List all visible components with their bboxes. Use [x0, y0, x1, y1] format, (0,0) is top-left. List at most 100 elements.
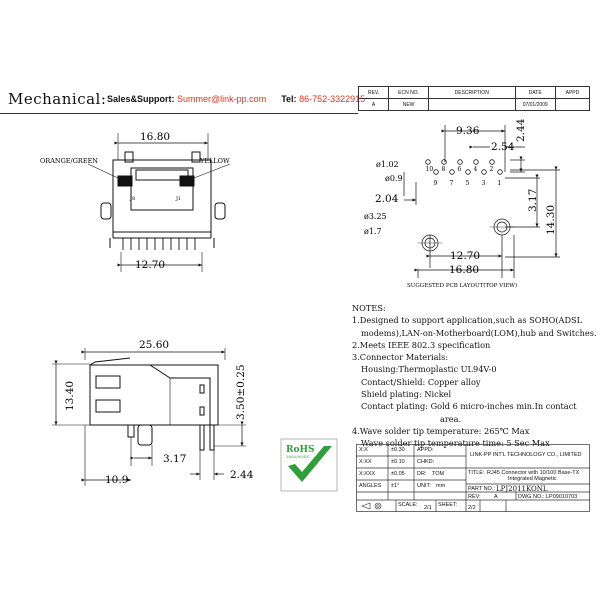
pcb-pin-number: 10 — [426, 166, 434, 173]
company-name: LINK-PP INT'L TECHNOLOGY CO., LIMITED — [470, 452, 582, 458]
pcb-pin-pad — [425, 159, 431, 165]
angles-value: ±1° — [391, 483, 400, 489]
title-block-grid — [356, 444, 590, 512]
note-line: Wave solder tip temperature time: 5 Sec … — [361, 438, 550, 449]
rev-cell-appd — [554, 98, 591, 111]
pcb-pin-number: 2 — [490, 166, 494, 173]
pcb-pin-number: 1 — [498, 180, 502, 187]
pcb-pin-number: 8 — [442, 166, 446, 173]
front-width-dim: 16.80 — [140, 131, 170, 143]
title-value-2: Integrated Magnetic — [508, 476, 557, 482]
front-view — [87, 133, 231, 272]
yellow-led-label: YELLOW — [199, 157, 230, 165]
rohs-label: RoHS — [286, 445, 315, 455]
notes-block: NOTES: 1.Designed to support application… — [352, 302, 597, 450]
pcb-layout — [403, 125, 560, 278]
note-line: area. — [440, 413, 462, 424]
rev-value: A — [494, 494, 498, 500]
chkd-label: CHKD: — [417, 459, 435, 465]
scale-value: 2/1 — [424, 505, 432, 511]
pcb-pin-number: 4 — [474, 166, 478, 173]
title-value-1: RJ45 Connector with 10/100 Base-TX — [487, 470, 580, 476]
unit-label: UNIT: — [417, 483, 431, 489]
pcb-pin-number: 3 — [482, 180, 486, 187]
rev-cell-rev: A — [357, 98, 390, 111]
pcb-row-offset-dim: 2.44 — [515, 118, 527, 142]
dr-label: DR: — [417, 471, 427, 477]
dr-value: TOM — [432, 471, 445, 477]
tol-x-label: X:X — [359, 447, 368, 453]
pcb-pin-pad — [481, 169, 487, 175]
pin-j1-label: J1 — [175, 196, 181, 202]
rev-label: REV: — [468, 494, 481, 500]
pcb-pin-pad — [433, 169, 439, 175]
sheet-label: SHEET: — [438, 502, 458, 508]
note-line: 3.Connector Materials: — [352, 352, 449, 363]
pcb-pin-dia-large: ø1.02 — [376, 160, 399, 169]
title-block: X:X ±0.30 APPD: X:XX ±0.10 CHKD: X:XXX ±… — [356, 444, 590, 512]
side-length-dim: 25.60 — [139, 339, 169, 351]
dwg-no-label: DWG NO.: — [518, 494, 545, 500]
side-pin-gap-dim: 2.44 — [230, 469, 254, 481]
tol-xxx-value: ±0.05 — [391, 471, 405, 477]
unit-value: mm — [436, 483, 446, 489]
pcb-post-dia-large: ø3.25 — [364, 212, 387, 221]
pcb-pin-pad — [441, 159, 447, 165]
sales-label: Sales&Support: — [107, 94, 175, 104]
projection-symbol-icon — [361, 502, 382, 510]
tol-xx-label: X:XX — [359, 459, 372, 465]
side-height-dim: 13.40 — [64, 381, 76, 411]
note-line: Shield plating: Nickel — [361, 389, 452, 400]
note-line: Housing:Thermoplastic UL94V-0 — [361, 364, 497, 375]
notes-heading: NOTES: — [352, 303, 386, 313]
page-title: Mechanical: — [8, 90, 107, 108]
note-line: Contact/Shield: Copper alloy — [361, 376, 481, 387]
pcb-pin-pad — [449, 169, 455, 175]
side-pin-offset-dim: 3.17 — [163, 453, 186, 465]
pcb-vertical-a-dim: 3.17 — [527, 189, 539, 212]
pcb-pin-pad — [465, 169, 471, 175]
tol-xx-value: ±0.10 — [391, 459, 405, 465]
pcb-pin-number: 7 — [450, 180, 454, 187]
pin-j8-label: J8 — [129, 196, 135, 202]
pcb-pin-pad — [473, 159, 479, 165]
appd-label: APPD: — [417, 447, 434, 453]
part-no-value: LPJ2011KONL — [496, 485, 548, 493]
rohs-sublabel: 2002/95/EC — [286, 454, 310, 459]
pcb-top-span-dim: 9.36 — [456, 125, 480, 137]
pcb-pin-number: 6 — [458, 166, 462, 173]
header-divider — [0, 113, 358, 114]
tel-label: Tel: — [281, 94, 297, 104]
side-standoff-dim: 3.50±0.25 — [235, 364, 247, 420]
pcb-pin-pad — [489, 159, 495, 165]
side-front-offset-dim: 10.9 — [105, 474, 128, 486]
revision-table: REV. ECN NO. DESCRIPTION DATE APPD A NEW… — [357, 86, 591, 111]
pcb-pin-number: 5 — [466, 180, 470, 187]
rev-cell-date: 07/01/2009 — [514, 98, 556, 111]
pcb-pin-pad — [497, 169, 503, 175]
pcb-layout-caption: SUGGESTED PCB LAYOUT(TOP VIEW) — [407, 282, 517, 289]
note-line: 1.Designed to support application,such a… — [352, 315, 583, 326]
sheet-value: 2/2 — [468, 505, 476, 511]
sales-email-link[interactable]: Summer@link-pp.com — [177, 94, 267, 104]
rev-cell-ecn: NEW — [388, 98, 429, 111]
side-view — [52, 348, 246, 486]
pcb-pin-number: 9 — [434, 180, 438, 187]
pcb-pitch-dim: 2.54 — [491, 141, 515, 153]
front-pin-span-dim: 12.70 — [135, 259, 165, 271]
tel-number: 86-752-3322915 — [299, 94, 366, 104]
pcb-post-dia-small: ø1.7 — [364, 227, 382, 236]
rohs-logo: RoHS 2002/95/EC — [280, 438, 338, 492]
note-line: 2.Meets IEEE 802.3 specification — [352, 339, 491, 350]
dwg-no-value: LP09010703 — [546, 494, 578, 500]
pcb-row-gap-dim: 2.04 — [375, 193, 399, 205]
pcb-vertical-b-dim: 14.30 — [545, 205, 557, 235]
note-line: modems),LAN-on-Motherboard(LOM),hub and … — [361, 327, 597, 338]
rohs-check-icon: RoHS 2002/95/EC — [280, 438, 338, 492]
pcb-post-span-dim: 12.70 — [450, 250, 480, 262]
scale-label: SCALE: — [398, 502, 418, 508]
angles-label: ANGLES — [359, 483, 382, 489]
pcb-pin-dia-small: ø0.9 — [385, 174, 403, 183]
tol-xxx-label: X:XXX — [359, 471, 376, 477]
